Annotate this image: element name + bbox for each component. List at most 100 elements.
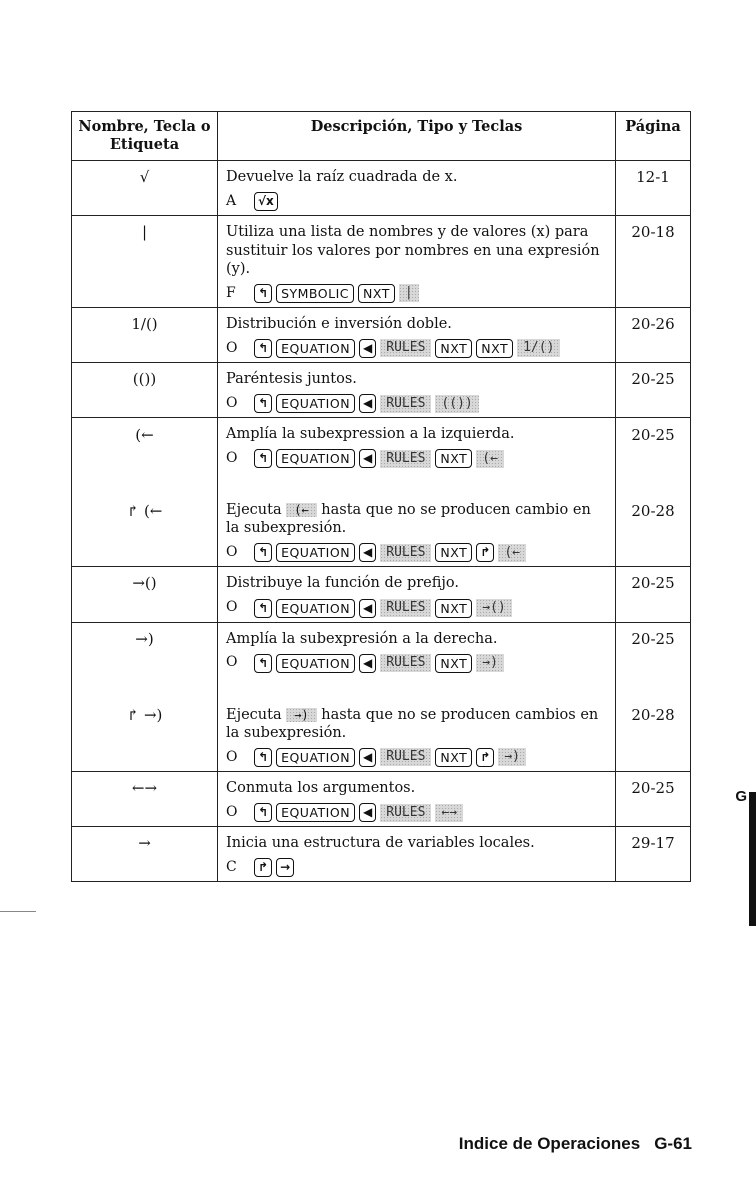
entry: Ejecuta (← hasta que no se producen camb… (226, 494, 607, 566)
cell-description: Conmuta los argumentos.O↰EQUATION◀RULES←… (217, 770, 616, 828)
left-arrow-key: ◀ (359, 449, 377, 469)
table-row: (←↱ (←Amplía la subexpression a la izqui… (71, 416, 691, 568)
equation-key: EQUATION (276, 653, 356, 673)
cell-page: 20-26 (615, 306, 691, 363)
entry-description: Paréntesis juntos. (226, 370, 357, 387)
nxt-key: NXT (435, 598, 473, 618)
section-tab-bar (749, 792, 756, 926)
left-shift-key: ↰ (254, 394, 273, 413)
entry-description: Ejecuta →) hasta que no se producen camb… (226, 706, 607, 742)
cell-name: → (71, 825, 218, 883)
entry-page: 12-1 (636, 168, 670, 187)
entry-page: 20-25 (631, 630, 675, 648)
equation-key: EQUATION (276, 747, 356, 767)
operation-type: O (226, 339, 238, 356)
nxt-key: NXT (435, 747, 473, 767)
key-sequence: C ↱→ (226, 858, 607, 878)
entry-symbol: | (141, 223, 148, 242)
cell-description: Devuelve la raíz cuadrada de x. A√x (217, 160, 616, 217)
nxt-key: NXT (358, 283, 395, 303)
right-arrow-key: → (276, 858, 295, 878)
desc-text: hasta que no se producen cambio en la su… (226, 502, 591, 537)
left-shift-key: ↰ (254, 338, 273, 358)
equation-key: EQUATION (276, 803, 356, 822)
key-sequence: O↰EQUATION◀RULES(()) (226, 394, 607, 413)
menu-label: (← (498, 543, 526, 562)
margin-line (0, 911, 36, 912)
menu-label: 1/() (517, 339, 561, 358)
entry-symbol: →) (135, 630, 154, 648)
entry-description: Distribución e inversión doble. (226, 315, 452, 332)
cell-page: 29-17 (615, 825, 691, 883)
table-row: →()Distribuye la función de prefijo.O↰EQ… (71, 566, 691, 623)
entry-symbol: →() (132, 574, 157, 593)
nxt-key: NXT (476, 338, 514, 358)
key-sequence: A√x (226, 192, 607, 212)
menu-label: RULES (380, 543, 432, 562)
table-row: √ Devuelve la raíz cuadrada de x. A√x 12-1 (71, 160, 691, 217)
cell-description: Inicia una estructura de variables local… (217, 825, 616, 883)
left-shift-key: ↰ (254, 283, 273, 303)
operation-type: A (226, 193, 237, 210)
entry-page: 20-25 (631, 425, 675, 444)
footer-section-title: Indice de Operaciones (458, 1134, 641, 1153)
key-sequence: O↰EQUATION◀RULES←→ (226, 803, 607, 822)
menu-label: →() (476, 599, 512, 617)
cell-name: 1/() (71, 306, 218, 363)
menu-label: RULES (380, 599, 432, 617)
section-tab-letter: G (735, 788, 747, 805)
entry-page: 20-25 (631, 369, 675, 388)
nxt-key: NXT (435, 543, 473, 563)
entry: Utiliza una lista de nombres y de valore… (226, 216, 607, 306)
operation-type: C (226, 858, 237, 875)
left-arrow-key: ◀ (359, 543, 377, 563)
cell-page: 20-25 (615, 770, 691, 828)
table-row: |Utiliza una lista de nombres y de valor… (71, 215, 691, 308)
nxt-key: NXT (435, 338, 473, 358)
menu-label: | (398, 284, 419, 303)
entry-symbol: ←→ (131, 778, 158, 797)
desc-text: Ejecuta (226, 706, 282, 723)
menu-label: RULES (380, 803, 432, 822)
entry-symbol: (← (135, 425, 154, 444)
right-shift-key: ↱ (254, 858, 273, 878)
entry-page: 29-17 (631, 834, 675, 852)
cell-description: Distribución e inversión doble. O ↰EQUATIO… (217, 306, 616, 363)
equation-key: EQUATION (276, 338, 356, 358)
table-row: →Inicia una estructura de variables loca… (71, 825, 691, 883)
entry: Ejecuta →) hasta que no se producen camb… (226, 699, 607, 771)
cell-page: 20-25 (615, 566, 691, 623)
operation-type: O (226, 748, 238, 765)
table-row: 1/() Distribución e inversión doble. O ↰EQU… (71, 306, 691, 363)
table-header-row: Nombre, Tecla o Etiqueta Descripción, Ti… (71, 110, 691, 162)
entry-description: Ejecuta (← hasta que no se producen camb… (226, 501, 607, 537)
left-arrow-key: ◀ (359, 394, 377, 413)
entry-symbol: ↱ (← (126, 501, 163, 520)
entry-page: 20-18 (631, 223, 675, 242)
menu-label: →) (476, 654, 504, 673)
menu-label: RULES (380, 654, 432, 673)
entry-description: Devuelve la raíz cuadrada de x. (226, 169, 458, 186)
cell-name: (()) (71, 361, 218, 419)
entry-page: 20-25 (631, 574, 675, 593)
entry: Conmuta los argumentos.O↰EQUATION◀RULES←… (226, 772, 607, 826)
entry: Amplía la subexpresión a la derecha.O↰EQ… (226, 623, 607, 677)
operation-type: O (226, 803, 238, 820)
entry-symbol: 1/() (131, 314, 158, 333)
entry-symbol: √ (139, 168, 150, 187)
left-arrow-key: ◀ (359, 338, 377, 358)
left-shift-key: ↰ (254, 598, 273, 618)
menu-label: (← (286, 503, 317, 518)
cell-description: Amplía la subexpresión a la derecha.O↰EQ… (217, 621, 616, 772)
operation-type: O (226, 654, 238, 671)
menu-label: (← (476, 449, 504, 468)
operation-type: O (226, 394, 238, 411)
entry-symbol: (()) (132, 369, 157, 388)
menu-label: RULES (380, 748, 432, 767)
